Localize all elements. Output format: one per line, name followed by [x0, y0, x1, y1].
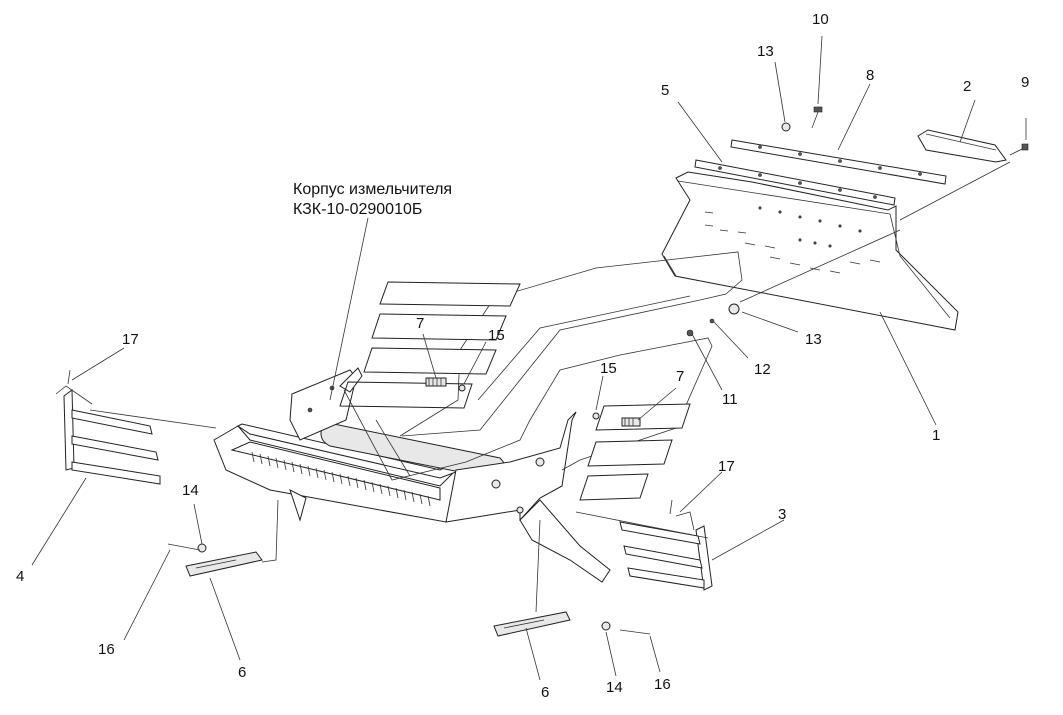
cover-slots	[704, 211, 881, 274]
callout-1: 1	[932, 427, 940, 444]
callout-16-right: 16	[654, 676, 671, 693]
leader-lines	[31, 35, 1027, 681]
cover-holes	[758, 206, 862, 248]
part-5-strip	[694, 159, 896, 206]
callout-8: 8	[866, 67, 874, 84]
callout-13-top: 13	[757, 43, 774, 60]
callout-labels: 1 2 3 4 5 6 6 7 7 8 9 10 11 12 13 13 14 …	[16, 11, 1029, 701]
callout-9: 9	[1021, 74, 1029, 91]
callout-6-right: 6	[541, 684, 549, 701]
callout-15-right: 15	[600, 360, 617, 377]
assembly-title: Корпус измельчителя КЗК-10-0290010Б	[293, 181, 452, 218]
screen-panels-right	[579, 403, 691, 501]
callout-2: 2	[963, 78, 971, 95]
callout-12: 12	[754, 361, 771, 378]
callout-6-left: 6	[238, 664, 246, 681]
title-line-2: КЗК-10-0290010Б	[293, 201, 422, 218]
callout-17-left: 17	[122, 331, 139, 348]
callout-14-right: 14	[606, 679, 623, 696]
callout-15-left: 15	[488, 327, 505, 344]
callout-7-right: 7	[676, 368, 684, 385]
callout-3: 3	[778, 506, 786, 523]
part-2-bracket	[917, 129, 1007, 163]
callout-14-left: 14	[182, 482, 199, 499]
callout-10: 10	[812, 11, 829, 28]
screen-panels-left	[339, 281, 521, 409]
callout-11: 11	[722, 391, 738, 408]
springs	[425, 318, 715, 427]
louvres	[251, 451, 431, 507]
part-3-grate	[619, 499, 713, 591]
part-4-grate	[55, 369, 161, 485]
callout-5: 5	[661, 82, 669, 99]
part-1-cover-plate	[661, 171, 959, 331]
part-8-strip	[730, 139, 947, 185]
callout-17-right: 17	[718, 458, 735, 475]
callout-4: 4	[16, 568, 24, 585]
part-6-latch-left	[185, 551, 263, 577]
title-line-1: Корпус измельчителя	[293, 181, 452, 198]
part-6-latch-right	[493, 611, 571, 637]
callout-7-left: 7	[416, 315, 424, 332]
fasteners-top	[728, 106, 1029, 315]
callout-13-right: 13	[805, 331, 822, 348]
callout-16-left: 16	[98, 641, 115, 658]
main-body-housing	[213, 367, 611, 583]
